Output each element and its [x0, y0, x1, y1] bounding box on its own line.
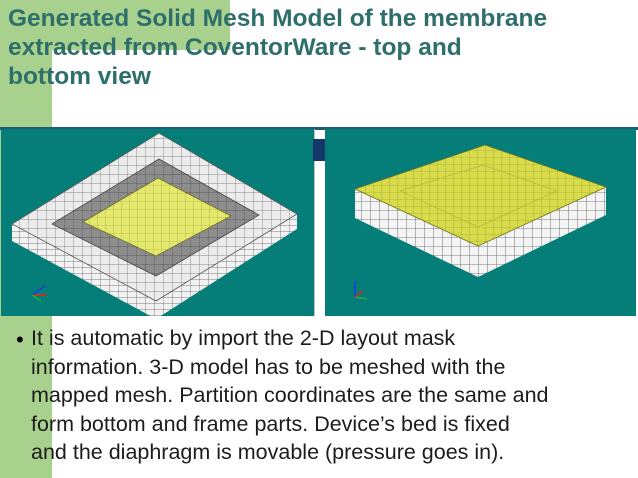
frame-side-left	[12, 224, 156, 316]
bed-inner-outline	[398, 164, 559, 228]
axis-triad-icon	[354, 281, 368, 300]
decorative-square	[313, 139, 325, 161]
bullet-line: mapped mesh. Partition coordinates are t…	[31, 383, 549, 407]
bullet-paragraph: It is automatic by import the 2-D layout…	[31, 324, 633, 467]
bullet-line: information. 3-D model has to be meshed …	[31, 354, 506, 379]
bed-side-right	[478, 187, 606, 277]
title-divider	[0, 127, 638, 130]
title-line: Generated Solid Mesh Model of the membra…	[8, 5, 548, 32]
mesh-top-view-image	[1, 129, 315, 316]
mesh-top-view-svg	[11, 132, 298, 316]
title-line: bottom view	[8, 63, 151, 90]
bullet-line: form bottom and frame parts. Device’s be…	[31, 411, 510, 436]
diaphragm-surface	[82, 177, 232, 257]
frame-side-right	[156, 214, 297, 316]
axis-triad-icon	[31, 285, 47, 302]
bullet-line: It is automatic by import the 2-D layout…	[31, 326, 456, 350]
bed-side-left	[355, 189, 478, 277]
mesh-bottom-view-image	[325, 129, 636, 316]
title-line: extracted from CoventorWare - top and	[8, 34, 462, 61]
bullet-marker: •	[16, 327, 24, 352]
accent-title-block	[0, 0, 230, 50]
bullet-line: and the diaphragm is movable (pressure g…	[31, 440, 505, 464]
slide-title: Generated Solid Mesh Model of the membra…	[8, 4, 633, 91]
bed-top-surface	[353, 144, 608, 247]
mesh-bottom-view-svg	[353, 144, 608, 300]
